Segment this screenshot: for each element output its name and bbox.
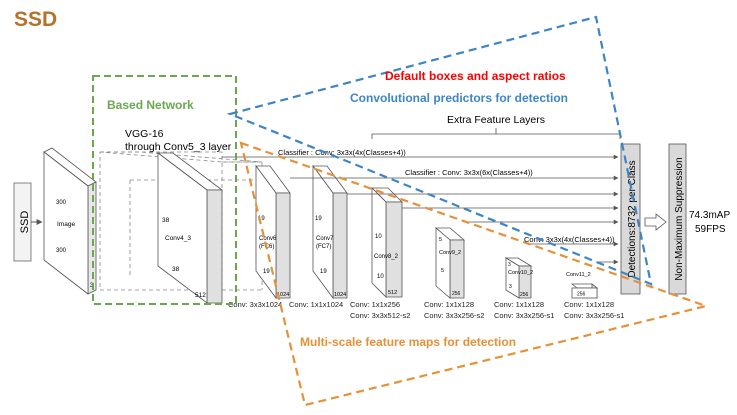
conv8-2-channels: 512 [388, 290, 397, 296]
conv8-2-block: Conv8_2 10 10 512 [371, 187, 403, 298]
conv-predictors-label: Convolutional predictors for detection [350, 91, 568, 105]
conv10-2-channels: 256 [520, 292, 529, 298]
conv4-3-title: Conv4_3 [165, 235, 191, 242]
nms-box: Non-Maximum Suppression [668, 143, 687, 295]
conv10-2-width: 3 [508, 262, 511, 268]
conv7-op: Conv: 1x1x1024 [289, 300, 343, 309]
ssd-side-text: SSD [19, 211, 31, 234]
conv11-2-channels: 256 [577, 292, 586, 298]
image-height: 300 [56, 248, 67, 254]
input-image-block: Image 300 300 3 [43, 147, 97, 295]
conv9-2-height: 5 [441, 268, 444, 274]
image-width: 300 [56, 200, 67, 206]
multiscale-label: Multi-scale feature maps for detection [300, 335, 516, 349]
base-network-label: Based Network [107, 98, 194, 112]
conv8-2-op2: Conv: 3x3x512-s2 [350, 311, 410, 320]
conv8-2-op1: Conv: 1x1x256 [350, 300, 400, 309]
conv10-2-height: 3 [509, 284, 512, 290]
conv11-2-title: Conv11_2 [566, 272, 591, 278]
image-title: Image [57, 221, 75, 228]
conv4-3-block: Conv4_3 38 38 512 [156, 152, 224, 304]
conv4-3-channels: 512 [195, 292, 206, 299]
detections-label: Detections:8732 per Class [627, 160, 638, 277]
conv4-3-height: 38 [172, 266, 180, 273]
conv7-height: 19 [320, 269, 327, 275]
conv11-2-op1: Conv: 1x1x128 [564, 300, 614, 309]
detections-box: Detections:8732 per Class [620, 143, 641, 295]
conv6-width: 19 [258, 216, 265, 222]
classifier-arrows [222, 154, 619, 265]
classifier-second-label: Classifier : Conv: 3x3x(6x(Classes+4)) [405, 168, 533, 177]
conv4-3-width: 38 [162, 217, 170, 224]
conv6-height: 19 [263, 269, 270, 275]
conv6-op: Conv: 3x3x1024 [228, 300, 282, 309]
multiscale-triangle [239, 141, 710, 407]
slide-title: SSD [14, 8, 58, 31]
conv11-2-op2: Conv: 3x3x256-s1 [564, 311, 624, 320]
conv-predictors-triangle [226, 15, 653, 286]
ssd-input-label: SSD [13, 182, 32, 262]
map-result: 74.3mAP [689, 210, 730, 221]
layer-op-labels: Conv: 3x3x1024 Conv: 1x1x1024 Conv: 1x1x… [228, 300, 624, 320]
conv9-2-op2: Conv: 3x3x256-s2 [424, 311, 484, 320]
extra-layers-label: Extra Feature Layers [447, 114, 545, 126]
conv9-2-width: 5 [439, 237, 442, 243]
conv6-channels: 1024 [277, 292, 289, 298]
conv9-2-title: Conv9_2 [439, 250, 461, 256]
classifier-lower-label: Conv: 3x3x(4x(Classes+4)) [524, 235, 615, 244]
conv6-block: Conv6 (FC6) 19 19 1024 [255, 164, 291, 300]
nms-label: Non-Maximum Suppression [674, 157, 685, 280]
conv9-2-channels: 256 [452, 291, 461, 297]
conv7-channels: 1024 [334, 292, 346, 298]
conv10-2-title: Conv10_2 [508, 270, 533, 276]
default-boxes-label: Default boxes and aspect ratios [385, 69, 566, 83]
conv10-2-op2: Conv: 3x3x256-s1 [494, 311, 554, 320]
conv8-2-title: Conv8_2 [374, 254, 399, 260]
conv7-title: Conv7 [316, 236, 334, 242]
conv7-block: Conv7 (FC7) 19 19 1024 [312, 164, 348, 300]
vgg-subtitle: through Conv5_3 layer [125, 141, 232, 153]
conv6-title: Conv6 [259, 236, 277, 242]
vgg-title: VGG-16 [125, 128, 164, 140]
conv9-2-op1: Conv: 1x1x128 [424, 300, 474, 309]
conv11-2-block: Conv11_2 256 [566, 272, 599, 299]
conv8-2-width: 10 [375, 234, 382, 240]
conv7-width: 19 [315, 216, 322, 222]
conv10-2-block: Conv10_2 3 3 256 [504, 257, 533, 299]
conv10-2-op1: Conv: 1x1x128 [494, 300, 544, 309]
conv8-2-height: 10 [377, 274, 384, 280]
extra-layers-brace: Extra Feature Layers [371, 114, 621, 139]
hollow-arrow [644, 213, 667, 231]
conv9-2-block: Conv9_2 5 5 256 [434, 227, 466, 299]
conv7-subtitle: (FC7) [316, 244, 331, 250]
fps-result: 59FPS [695, 224, 726, 235]
classifier-top-label: Classifier : Conv: 3x3x(4x(Classes+4)) [278, 148, 406, 157]
base-network-outline [92, 75, 237, 305]
